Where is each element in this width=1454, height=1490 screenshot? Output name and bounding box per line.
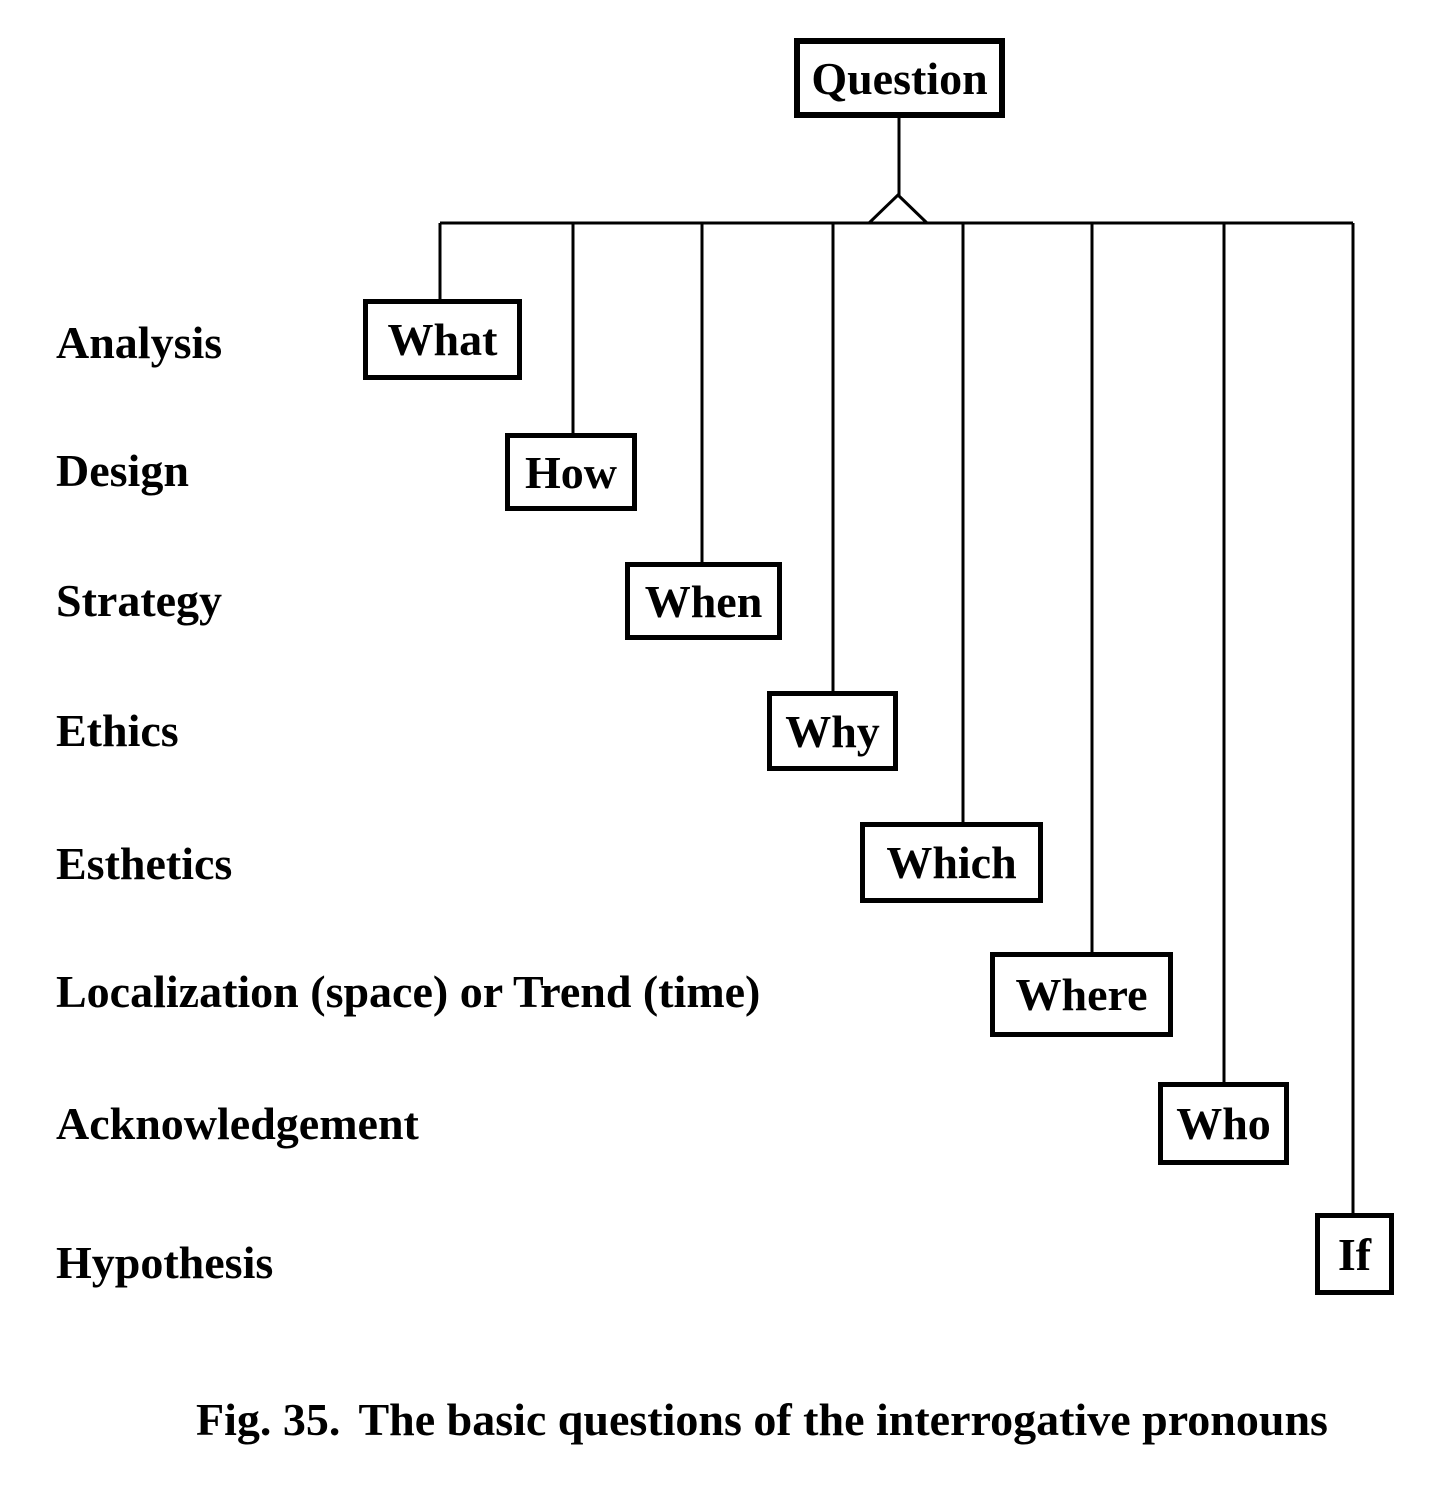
- figure-caption-text: The basic questions of the interrogative…: [358, 1394, 1328, 1445]
- figure-caption: Fig. 35. The basic questions of the inter…: [70, 1389, 1454, 1451]
- node-what: What: [363, 299, 522, 380]
- category-label-esthetics: Esthetics: [56, 838, 233, 889]
- category-label-acknowledgement: Acknowledgement: [56, 1098, 419, 1149]
- category-label-ethics: Ethics: [56, 705, 179, 756]
- node-question: Question: [794, 38, 1005, 118]
- node-why: Why: [767, 691, 898, 771]
- category-label-strategy: Strategy: [56, 575, 223, 626]
- node-who: Who: [1158, 1082, 1289, 1165]
- category-label-localization: Localization (space) or Trend (time): [56, 966, 761, 1017]
- category-label-analysis: Analysis: [56, 317, 223, 368]
- figure-caption-number: Fig. 35.: [196, 1394, 341, 1445]
- category-label-hypothesis: Hypothesis: [56, 1237, 274, 1288]
- node-if: If: [1315, 1213, 1394, 1295]
- node-which: Which: [860, 822, 1043, 903]
- category-label-design: Design: [56, 445, 189, 496]
- node-where: Where: [990, 952, 1173, 1037]
- node-how: How: [505, 433, 637, 511]
- fork-triangle: [865, 192, 931, 225]
- node-when: When: [625, 562, 782, 640]
